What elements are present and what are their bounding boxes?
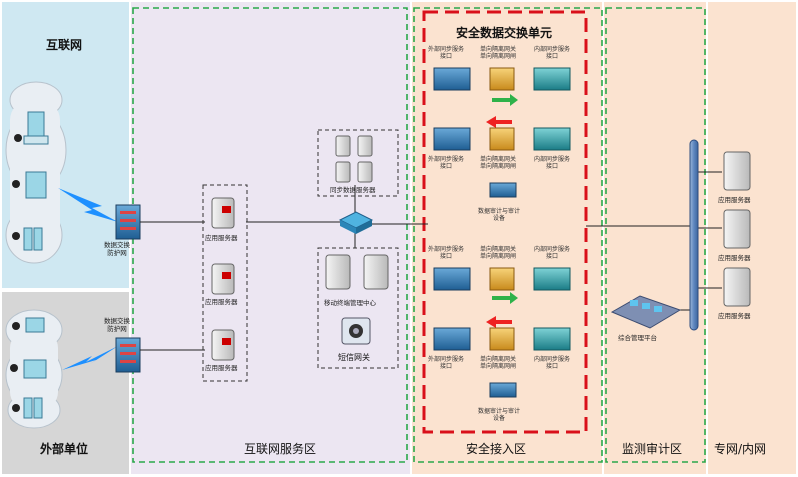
monitor-audit-zone [604, 2, 706, 474]
audit-label-1: 数据审计与审计 设备 [478, 208, 521, 222]
internet-zone-label: 互联网 [46, 38, 83, 52]
mobile-manager-server-icons [325, 254, 389, 290]
internal-app-server-label-1: 应用服务器 [718, 196, 751, 204]
switch-icon [338, 211, 374, 234]
firewall-icon-2 [115, 337, 141, 373]
internet-service-zone-label: 互联网服务区 [244, 442, 317, 456]
internal-port-label-3: 内部同步服务 接口 [534, 246, 571, 260]
internal-port-label-1: 内部同步服务 接口 [534, 46, 571, 60]
external-port-label-3: 外部同步服务 接口 [428, 246, 465, 260]
app-server-icon-1 [211, 197, 235, 229]
firewall-icon-1 [115, 204, 141, 240]
sync-server-label: 同步数据服务器 [330, 186, 376, 194]
internet-service-zone [131, 2, 410, 474]
internal-port-label-4: 内部同步服务 接口 [534, 356, 571, 370]
sync-server-icons [335, 135, 373, 183]
app-server-icon-2 [211, 263, 235, 295]
exchange-unit-title: 安全数据交换单元 [456, 26, 553, 40]
external-port-label-1: 外部同步服务 接口 [428, 46, 465, 60]
internal-app-server-icons [723, 151, 751, 307]
exchange-group-4 [433, 316, 571, 398]
secure-access-zone-label: 安全接入区 [466, 442, 527, 456]
private-net-zone [708, 2, 796, 474]
one-way-label-2: 单向隔离网关 单向隔离网闸 [480, 156, 517, 170]
exchange-unit-border [422, 10, 588, 434]
firewall-label-1: 数据交换 防护网 [104, 241, 130, 257]
mobile-center-label: 移动终端管理中心 [324, 299, 376, 307]
external-zone-label: 外部单位 [40, 442, 89, 456]
external-terminals [10, 317, 47, 419]
secure-zone-border [413, 7, 603, 463]
app-server-icon-3 [211, 329, 235, 361]
audit-label-2: 数据审计与审计 设备 [478, 408, 521, 422]
backbone-switch [689, 139, 699, 331]
internal-app-server-label-2: 应用服务器 [718, 254, 751, 262]
wireless-link-icon-2 [62, 346, 118, 370]
app-server-label-2: 应用服务器 [205, 298, 238, 306]
app-server-label-1: 应用服务器 [205, 234, 238, 242]
sync-server-group-border [317, 129, 399, 197]
wireless-link-icon [58, 188, 118, 222]
exchange-group-2 [433, 116, 571, 198]
mobile-group-border [317, 247, 399, 369]
monitor-audit-zone-label: 监测审计区 [622, 442, 683, 456]
integrated-mgmt-label: 综合管理平台 [618, 334, 657, 342]
internal-app-server-label-3: 应用服务器 [718, 312, 751, 320]
exchange-group-3 [433, 267, 571, 304]
integrated-mgmt-icon [610, 295, 682, 329]
exchange-group-1 [433, 67, 571, 106]
one-way-label-1: 单向隔离网关 单向隔离网闸 [480, 46, 517, 60]
internet-terminals [12, 111, 49, 251]
one-way-label-3: 单向隔离网关 单向隔离网闸 [480, 246, 517, 260]
private-net-zone-label: 专网/内网 [714, 442, 767, 456]
internal-port-label-2: 内部同步服务 接口 [534, 156, 571, 170]
sms-gateway-icon [341, 317, 371, 345]
firewall-label-2: 数据交换 防护网 [104, 317, 130, 333]
external-port-label-4: 外部同步服务 接口 [428, 356, 465, 370]
one-way-label-4: 单向隔离网关 单向隔离网闸 [480, 356, 517, 370]
sms-gateway-label: 短信网关 [338, 353, 370, 362]
service-zone-border [132, 7, 408, 463]
external-port-label-2: 外部同步服务 接口 [428, 156, 465, 170]
app-server-group-border [202, 184, 248, 382]
app-server-label-3: 应用服务器 [205, 364, 238, 372]
monitor-zone-border [605, 7, 706, 463]
